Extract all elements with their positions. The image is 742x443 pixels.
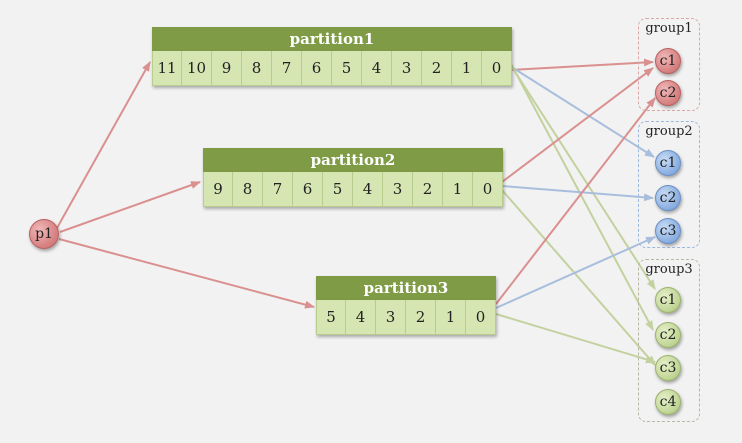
partition-3-offset: 1 <box>436 300 466 334</box>
consumer-label: c1 <box>659 155 677 171</box>
group-2-label: group2 <box>645 124 693 139</box>
partition-1-cells: 11 10 9 8 7 6 5 4 3 2 1 0 <box>152 51 512 86</box>
partition-1-offset: 10 <box>182 51 212 85</box>
partition-3-offset: 3 <box>376 300 406 334</box>
group-3-consumer-c3[interactable]: c3 <box>655 355 681 381</box>
partition-1-offset: 8 <box>242 51 272 85</box>
partition-3[interactable]: partition3 5 4 3 2 1 0 <box>316 276 496 335</box>
consumer-label: c2 <box>659 85 677 101</box>
consumer-label: c2 <box>659 327 677 343</box>
arrow-partition2-group3-c3 <box>501 189 656 366</box>
consumer-label: c4 <box>659 394 677 410</box>
partition-1-offset: 3 <box>392 51 422 85</box>
consumer-label: c1 <box>659 292 677 308</box>
group-1-consumer-c2[interactable]: c2 <box>655 80 681 106</box>
partition-2-offset: 9 <box>203 172 233 206</box>
group-1-consumer-c1[interactable]: c1 <box>655 48 681 74</box>
partition-3-offset: 5 <box>316 300 346 334</box>
arrow-partition1-group1-c1 <box>509 58 654 71</box>
arrow-p1-partition3 <box>58 238 315 309</box>
consumer-label: c2 <box>659 190 677 206</box>
partition-1-offset: 0 <box>482 51 512 85</box>
arrow-partition1-group3-c1 <box>509 63 656 290</box>
partition-2-offset: 6 <box>293 172 323 206</box>
partition-1-offset: 2 <box>422 51 452 85</box>
partition-1-offset: 7 <box>272 51 302 85</box>
partition-2-offset: 1 <box>443 172 473 206</box>
group-3[interactable]: group3 <box>638 259 700 422</box>
partition-1-offset: 5 <box>332 51 362 85</box>
partition-3-offset: 2 <box>406 300 436 334</box>
group-2-consumer-c2[interactable]: c2 <box>655 185 681 211</box>
partition-1-offset: 9 <box>212 51 242 85</box>
partition-3-cells: 5 4 3 2 1 0 <box>316 300 496 335</box>
arrow-partition3-group3-c4 <box>495 313 656 364</box>
partition-3-title: partition3 <box>316 276 496 300</box>
partition-2-offset: 3 <box>383 172 413 206</box>
group-2[interactable]: group2 <box>638 121 700 248</box>
consumer-label: c3 <box>659 360 677 376</box>
arrow-partition2-group1-c1 <box>501 67 654 183</box>
consumer-label: c3 <box>659 223 677 239</box>
partition-1-offset: 11 <box>152 51 182 85</box>
consumer-label: c1 <box>659 53 677 69</box>
partition-2-cells: 9 8 7 6 5 4 3 2 1 0 <box>203 172 503 207</box>
partition-3-offset: 4 <box>346 300 376 334</box>
group-3-consumer-c4[interactable]: c4 <box>655 389 681 415</box>
arrow-partition3-group2-c3 <box>495 236 656 309</box>
partition-2[interactable]: partition2 9 8 7 6 5 4 3 2 1 0 <box>203 148 503 207</box>
partition-2-offset: 8 <box>233 172 263 206</box>
partition-2-offset: 5 <box>323 172 353 206</box>
partition-2-offset: 7 <box>263 172 293 206</box>
group-1[interactable]: group1 <box>638 18 700 111</box>
partition-3-offset: 0 <box>466 300 496 334</box>
group-3-consumer-c1[interactable]: c1 <box>655 287 681 313</box>
arrow-partition2-group2-c2 <box>501 185 654 202</box>
partition-2-title: partition2 <box>203 148 503 172</box>
group-1-label: group1 <box>645 21 693 36</box>
partition-1-title: partition1 <box>152 27 512 51</box>
partition-2-offset: 0 <box>473 172 503 206</box>
partition-2-offset: 2 <box>413 172 443 206</box>
partition-1[interactable]: partition1 11 10 9 8 7 6 5 4 3 2 1 0 <box>152 27 512 86</box>
arrow-partition3-group1-c2 <box>495 97 656 305</box>
arrow-p1-partition1 <box>56 61 151 229</box>
arrow-partition1-group3-c2 <box>509 61 654 331</box>
group-3-consumer-c2[interactable]: c2 <box>655 322 681 348</box>
partition-1-offset: 4 <box>362 51 392 85</box>
arrow-p1-partition2 <box>59 181 201 233</box>
producer-node[interactable]: p1 <box>29 219 59 249</box>
group-2-consumer-c1[interactable]: c1 <box>655 150 681 176</box>
group-3-label: group3 <box>645 262 693 277</box>
partition-1-offset: 1 <box>452 51 482 85</box>
group-2-consumer-c3[interactable]: c3 <box>655 218 681 244</box>
partition-1-offset: 6 <box>302 51 332 85</box>
arrow-partition1-group2-c1 <box>509 65 655 158</box>
partition-2-offset: 4 <box>353 172 383 206</box>
producer-label: p1 <box>35 226 53 242</box>
